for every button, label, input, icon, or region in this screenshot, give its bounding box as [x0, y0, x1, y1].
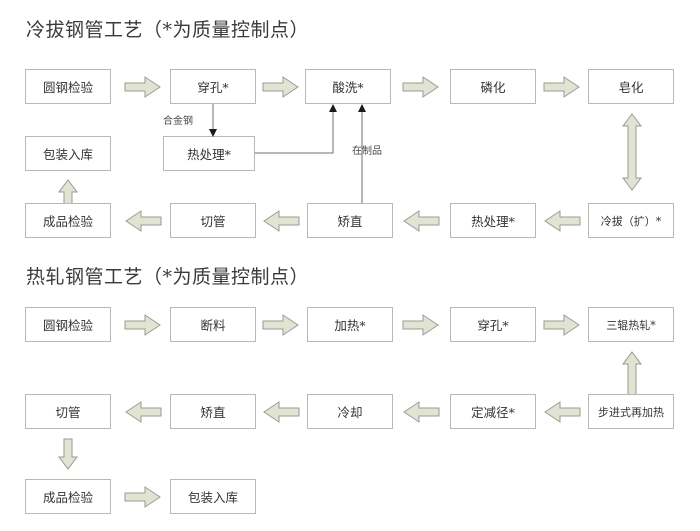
node-hr-n2[interactable]: 断料: [170, 307, 256, 342]
arrow-left-hr-n7-to-hr-n6: [125, 401, 162, 423]
node-cd-n1[interactable]: 圆钢检验: [25, 69, 111, 104]
node-hr-n7[interactable]: 矫直: [170, 394, 256, 429]
node-cd-n7[interactable]: 热处理*: [163, 136, 255, 171]
node-hr-n1[interactable]: 圆钢检验: [25, 307, 111, 342]
arrow-right-hr-n4-to-hr-n5: [543, 314, 580, 336]
arrow-down-hr-n6-to-hr-n11: [58, 438, 78, 470]
arrow-left-cd-n11-to-cd-n10: [403, 210, 440, 232]
arrow-left-cd-n9-to-cd-n8: [125, 210, 162, 232]
node-cd-n5[interactable]: 皂化: [588, 69, 674, 104]
node-hr-n4[interactable]: 穿孔*: [450, 307, 536, 342]
arrow-right-cd-n1-to-cd-n2: [124, 76, 161, 98]
node-hr-n12[interactable]: 包装入库: [170, 479, 256, 514]
node-cd-n4[interactable]: 磷化: [450, 69, 536, 104]
node-cd-n2[interactable]: 穿孔*: [170, 69, 256, 104]
arrow-right-cd-n2-to-cd-n3: [262, 76, 299, 98]
node-cd-n8[interactable]: 成品检验: [25, 203, 111, 238]
arrow-right-hr-n3-to-hr-n4: [402, 314, 439, 336]
arrow-right-hr-n1-to-hr-n2: [124, 314, 161, 336]
arrow-left-hr-n10-to-hr-n9: [544, 401, 581, 423]
edge-label-cd-work-in-process: 在制品: [352, 146, 382, 157]
section-title-cold-drawn: 冷拔钢管工艺（*为质量控制点）: [26, 19, 310, 41]
arrow-right-cd-n4-to-cd-n5: [543, 76, 580, 98]
node-hr-n8[interactable]: 冷却: [307, 394, 393, 429]
edge-label-cd-alloy-steel: 合金钢: [163, 116, 193, 127]
node-cd-n10[interactable]: 矫直: [307, 203, 393, 238]
arrow-left-cd-n12-to-cd-n11: [544, 210, 581, 232]
node-cd-n3[interactable]: 酸洗*: [305, 69, 391, 104]
arrow-left-hr-n8-to-hr-n7: [263, 401, 300, 423]
node-cd-n6[interactable]: 包装入库: [25, 136, 111, 171]
node-hr-n3[interactable]: 加热*: [307, 307, 393, 342]
node-hr-n11[interactable]: 成品检验: [25, 479, 111, 514]
node-hr-n6[interactable]: 切管: [25, 394, 111, 429]
arrow-left-cd-n10-to-cd-n9: [263, 210, 300, 232]
node-hr-n5[interactable]: 三辊热轧*: [588, 307, 674, 342]
node-cd-n12[interactable]: 冷拔（扩）*: [588, 203, 674, 238]
section-title-hot-rolled: 热轧钢管工艺（*为质量控制点）: [26, 266, 310, 288]
arrow-left-hr-n9-to-hr-n8: [403, 401, 440, 423]
node-cd-n11[interactable]: 热处理*: [450, 203, 536, 238]
arrow-right-cd-n3-to-cd-n4: [402, 76, 439, 98]
node-hr-n9[interactable]: 定减径*: [450, 394, 536, 429]
node-cd-n9[interactable]: 切管: [170, 203, 256, 238]
arrow-right-hr-n11-to-hr-n12: [124, 486, 161, 508]
arrow-right-hr-n2-to-hr-n3: [262, 314, 299, 336]
arrow-updown-cd-n5-to-cd-n12: [622, 113, 642, 191]
node-hr-n10[interactable]: 步进式再加热: [588, 394, 674, 429]
